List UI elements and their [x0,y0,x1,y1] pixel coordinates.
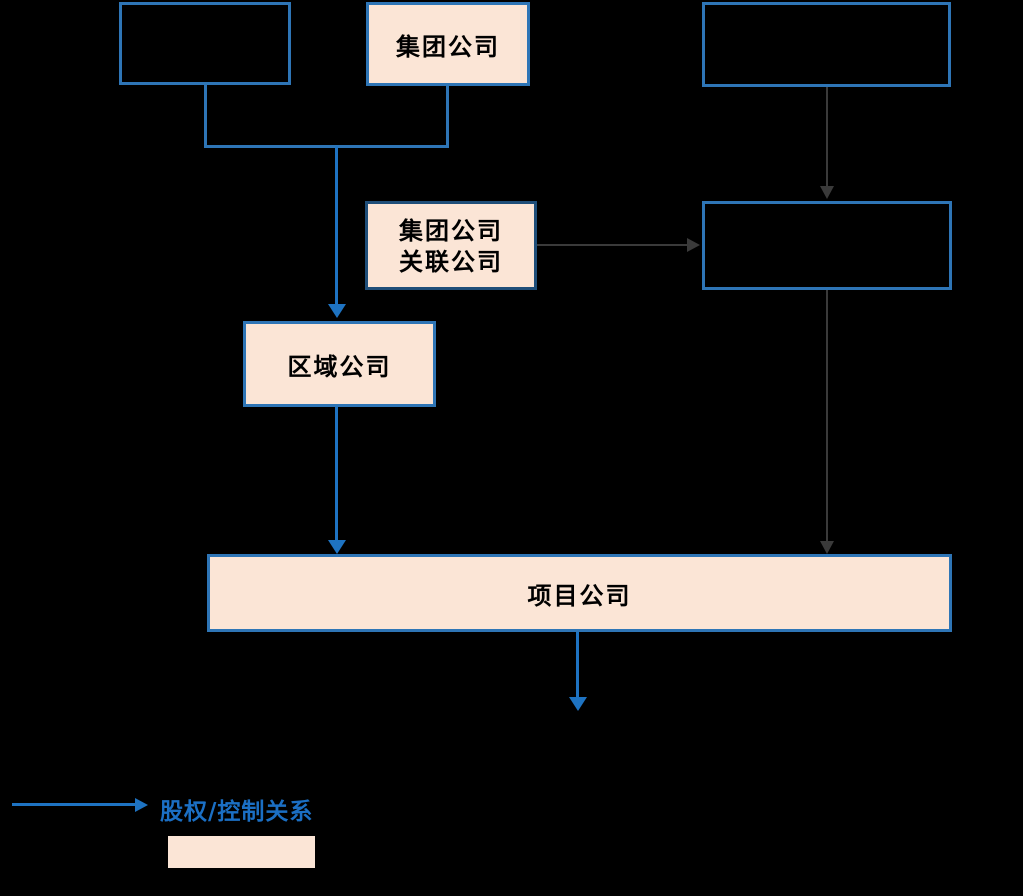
connector-groupcompany-down [446,86,449,148]
node-group-affiliate-label-2: 关联公司 [399,246,503,276]
arrowhead-into-midright-top [820,186,834,199]
node-group-affiliate-label-1: 集团公司 [399,215,503,245]
node-regional-company: 区域公司 [243,321,436,407]
node-regional-company-label: 区域公司 [287,351,392,381]
arrowhead-into-regional [328,304,346,318]
arrowhead-into-midright-left [687,238,700,252]
node-group-company-label: 集团公司 [396,31,500,61]
arrowhead-into-project-right [820,541,834,554]
legend-arrowhead [135,798,148,812]
connector-topright-to-midright-line [826,87,828,187]
connector-affiliate-to-midright-line [537,244,687,246]
node-mid-right [702,201,952,290]
arrowhead-project-down [569,697,587,711]
node-top-right [702,2,951,87]
node-project-company: 项目公司 [207,554,952,632]
connector-parentleft-down [204,85,207,148]
legend-arrow-label: 股权/控制关系 [160,798,314,825]
connector-regional-to-project-line [335,407,338,541]
connector-merge-to-regional-line [335,146,338,306]
node-group-affiliate: 集团公司 关联公司 [365,201,537,290]
connector-midright-to-project-line [826,290,828,541]
node-group-company: 集团公司 [366,2,530,86]
legend-arrow-line [12,803,136,806]
connector-project-down-line [576,632,579,698]
node-project-company-label: 项目公司 [527,580,632,610]
arrowhead-into-project-left [328,540,346,554]
legend-swatch [168,836,315,868]
connector-merge-bar [204,145,449,148]
node-parent-left [119,2,291,85]
